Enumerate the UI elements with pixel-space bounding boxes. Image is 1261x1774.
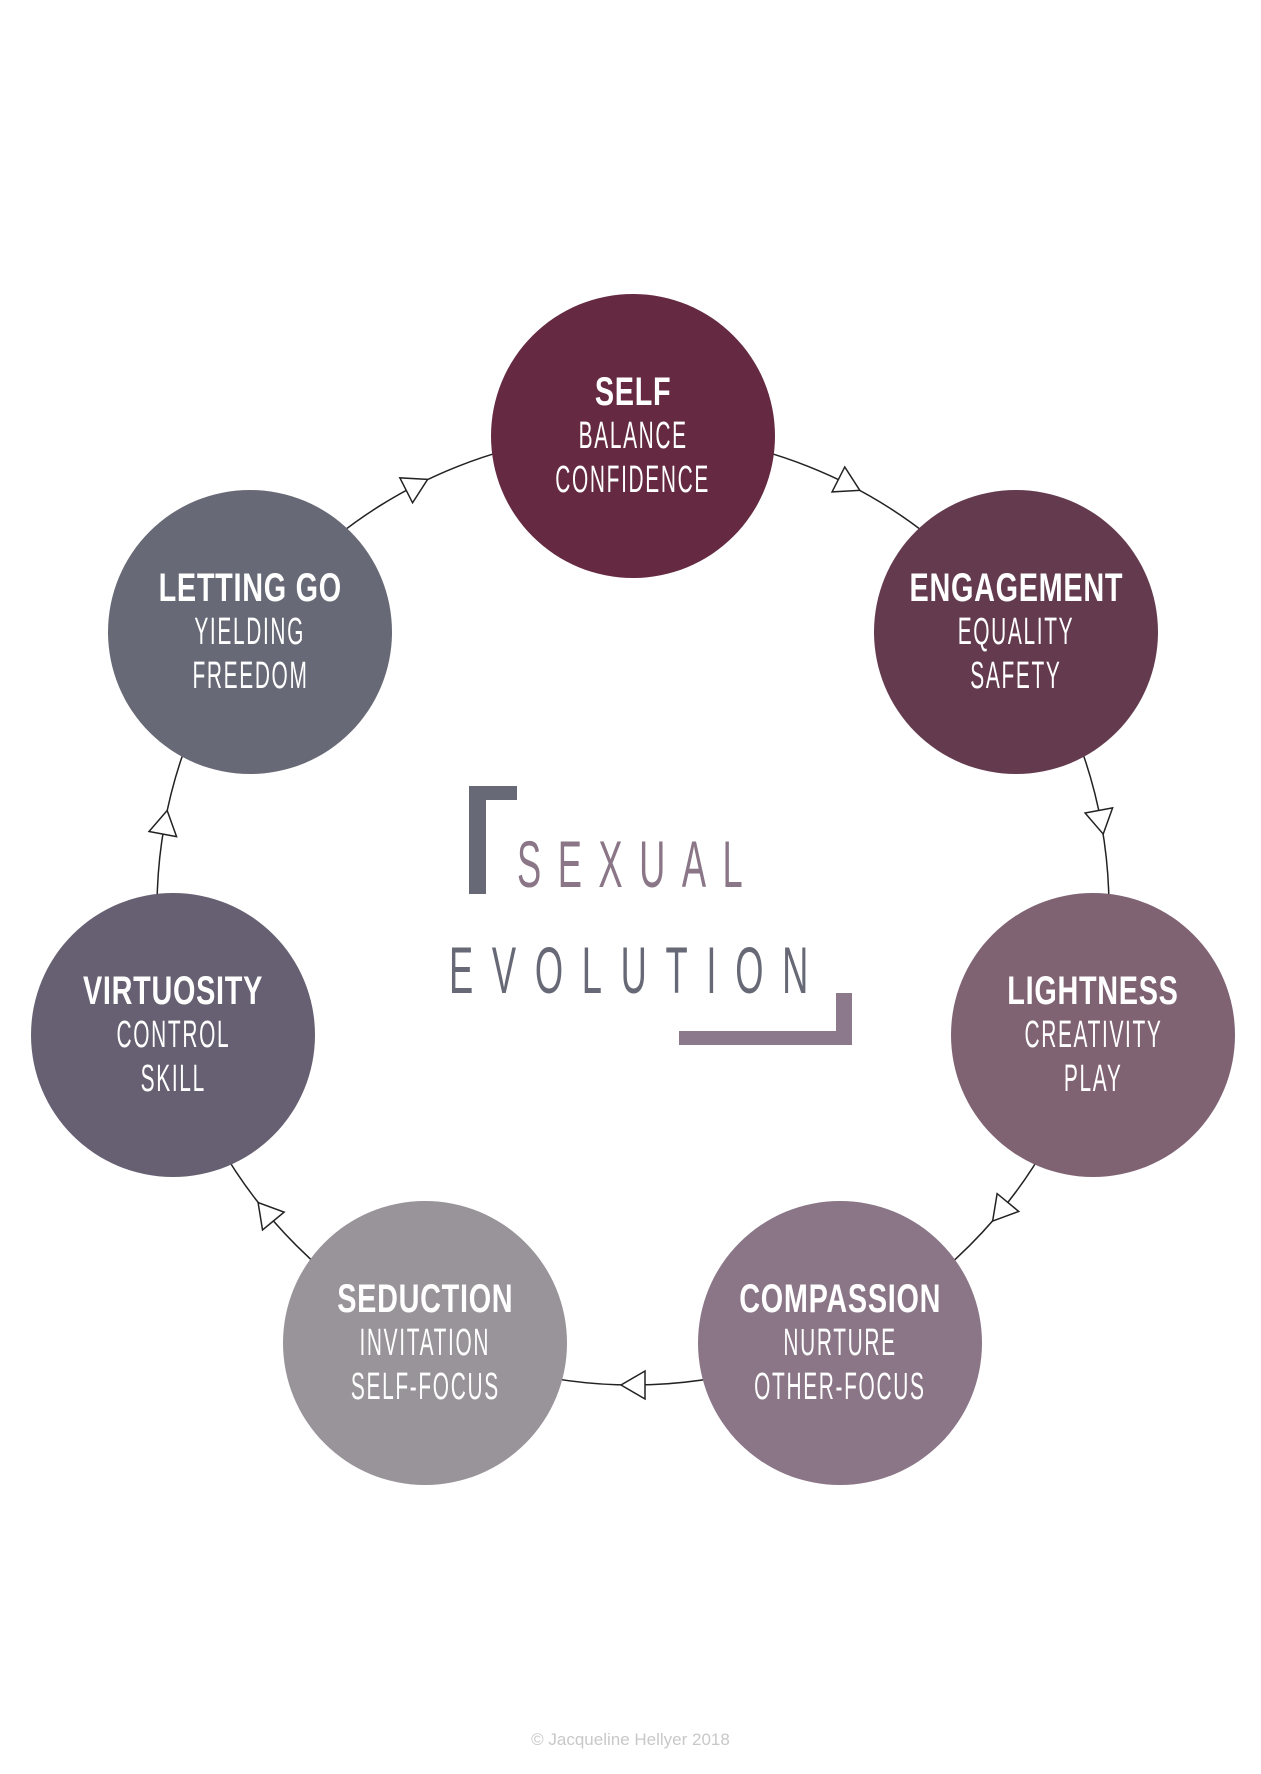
stage-quality: SELF-FOCUS xyxy=(350,1366,500,1408)
stage-title: LETTING GO xyxy=(158,566,342,610)
title-evolution: EVOLUTION xyxy=(449,933,828,1007)
stage-quality: BALANCE xyxy=(578,415,688,457)
title-bracket-bottom-right xyxy=(679,993,852,1045)
stage-title: LIGHTNESS xyxy=(1007,969,1179,1013)
arrowhead-icon xyxy=(619,1369,646,1401)
arrowhead-icon xyxy=(1083,806,1114,836)
arrowhead-icon xyxy=(830,465,862,493)
stage-title: ENGAGEMENT xyxy=(909,566,1123,610)
stage-quality: EQUALITY xyxy=(957,611,1075,653)
stage-quality: FREEDOM xyxy=(191,655,309,697)
title-bracket-top-left xyxy=(469,786,517,894)
arrowhead-icon xyxy=(991,1192,1021,1223)
stage-title: SEDUCTION xyxy=(336,1277,514,1321)
stage-quality: OTHER-FOCUS xyxy=(754,1366,926,1408)
stage-quality: YIELDING xyxy=(194,611,306,653)
stage-quality: SKILL xyxy=(140,1058,206,1100)
title-sexual: SEXUAL xyxy=(517,827,760,901)
stage-quality: SAFETY xyxy=(970,655,1062,697)
arrowhead-icon xyxy=(398,477,429,505)
stage-quality: CONTROL xyxy=(116,1014,230,1056)
stage-title: VIRTUOSITY xyxy=(82,969,264,1013)
arrowhead-icon xyxy=(257,1201,286,1232)
stage-quality: CREATIVITY xyxy=(1023,1014,1163,1056)
stage-quality: INVITATION xyxy=(359,1322,491,1364)
copyright: © Jacqueline Hellyer 2018 xyxy=(531,1730,730,1749)
arrowhead-icon xyxy=(147,808,178,838)
stage-quality: PLAY xyxy=(1063,1058,1123,1100)
stage-title: SELF xyxy=(594,370,672,414)
stage-quality: CONFIDENCE xyxy=(555,459,711,501)
stage-title: COMPASSION xyxy=(739,1277,941,1321)
stage-quality: NURTURE xyxy=(783,1322,897,1364)
